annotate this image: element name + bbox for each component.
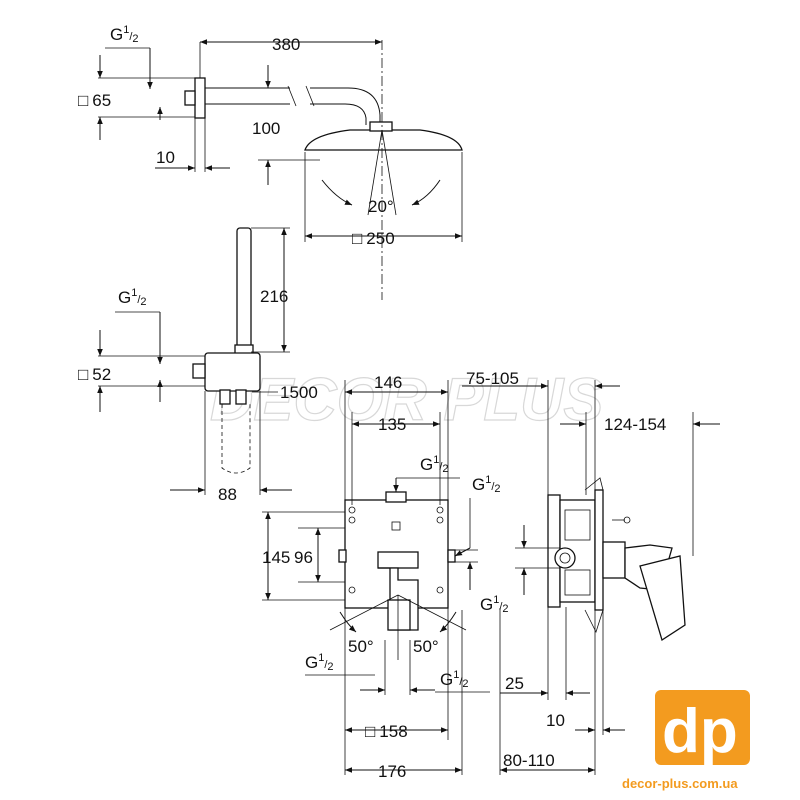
head-shower-drawing: 380 G1/2 □65 100 10 20° □250 — [78, 24, 463, 300]
thread-label-mixer-bottom-left: G1/2 — [305, 652, 334, 673]
dim-380: 380 — [272, 35, 300, 54]
dim-88: 88 — [218, 485, 237, 504]
dim-80-110: 80-110 — [503, 751, 555, 770]
dim-1500: 1500 — [280, 383, 318, 402]
dim-216: 216 — [260, 287, 288, 306]
thread-label-holder: G1/2 — [118, 287, 147, 308]
dim-250: □250 — [352, 229, 395, 248]
dim-145: 145 — [262, 548, 290, 567]
thread-label-mixer-right: G1/2 — [472, 474, 501, 495]
mixer-front-view: 50° 50° 146 135 G1/2 G1/2 145 96 — [262, 373, 501, 781]
dim-135: 135 — [378, 415, 406, 434]
mixer-side-view: G1/2 75-105 124-154 25 10 80-110 — [462, 369, 720, 775]
dim-146: 146 — [374, 373, 402, 392]
dim-52: □52 — [78, 365, 111, 384]
dim-96: 96 — [294, 548, 313, 567]
thread-label-mixer-top: G1/2 — [420, 454, 449, 475]
thread-label-head: G1/2 — [110, 24, 139, 45]
dim-10-top: 10 — [156, 148, 175, 167]
hand-shower-holder-drawing: 216 G1/2 □52 1500 88 — [78, 227, 318, 504]
watermark: DECOR PLUS — [210, 366, 603, 433]
dim-50-deg-right: 50° — [413, 637, 439, 656]
dim-50-deg-left: 50° — [348, 637, 374, 656]
dim-124-154: 124-154 — [604, 415, 666, 434]
logo-letters: dp — [662, 697, 738, 766]
dim-10-side: 10 — [546, 711, 565, 730]
dim-65: □65 — [78, 91, 111, 110]
dim-176: 176 — [378, 762, 406, 781]
dim-100: 100 — [252, 119, 280, 138]
thread-label-mixer-bottom-right: G1/2 — [440, 669, 469, 690]
dim-75-105: 75-105 — [466, 369, 519, 388]
decor-plus-logo: dp decor-plus.com.ua — [622, 690, 750, 791]
thread-label-side: G1/2 — [480, 594, 509, 615]
dim-20-deg: 20° — [368, 197, 394, 216]
logo-site: decor-plus.com.ua — [622, 776, 738, 791]
dim-158: □158 — [365, 722, 408, 741]
dim-25: 25 — [505, 674, 524, 693]
